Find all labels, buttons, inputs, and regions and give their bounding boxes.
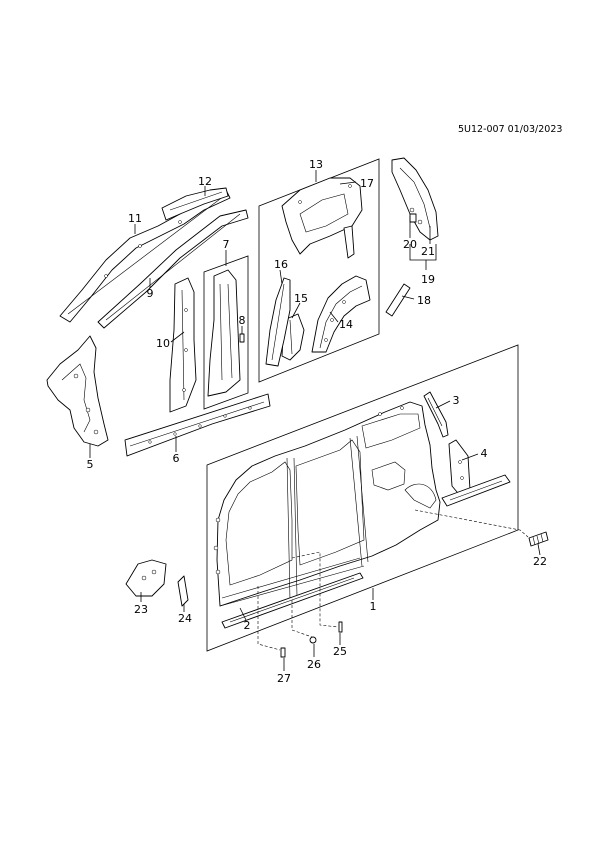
callout-4: 4: [481, 447, 488, 460]
part-bracket-24: [177, 575, 189, 607]
callout-8: 8: [239, 314, 246, 327]
callout-5: 5: [87, 458, 94, 471]
part-rear-quarter-inner-upper: [281, 177, 363, 259]
callout-7: 7: [223, 238, 230, 251]
callout-19: 19: [421, 273, 435, 286]
callout-16: 16: [274, 258, 288, 271]
callout-20: 20: [403, 238, 417, 251]
callout-17: 17: [360, 177, 374, 190]
callout-2: 2: [244, 619, 251, 632]
callout-26: 26: [307, 658, 321, 671]
part-rocker-inner: [124, 393, 271, 457]
part-bracket-18: [385, 283, 411, 317]
group-frame-rear-wheelhouse: [258, 158, 380, 383]
document-code: 5U12-007 01/03/2023: [458, 124, 563, 135]
part-b-pillar-inner: [169, 277, 197, 413]
callout-1: 1: [370, 600, 377, 613]
part-b-pillar-reinforcement: [207, 269, 241, 397]
part-rear-wheelhouse-inner: [281, 313, 305, 361]
part-roof-rail-bracket: [161, 187, 229, 221]
part-fastener-27: [280, 647, 286, 658]
group-frame-main-side-panel: [206, 344, 519, 652]
callout-12: 12: [198, 175, 212, 188]
callout-3: 3: [453, 394, 460, 407]
callout-13: 13: [309, 158, 323, 171]
callout-18: 18: [417, 294, 431, 307]
callout-15: 15: [294, 292, 308, 305]
part-bump-stop-22: [528, 531, 549, 547]
part-rear-pillar-assembly: [391, 157, 439, 241]
callout-21: 21: [421, 245, 435, 258]
callout-labels: 1 2 3 4 5 6 7 8 9 10 11 12 13 14 15 16 1…: [87, 158, 548, 685]
callout-25: 25: [333, 645, 347, 658]
part-rear-wheelhouse: [311, 275, 371, 353]
part-c-pillar-inner: [265, 277, 291, 367]
part-rear-upper-reinforcement: [423, 391, 449, 438]
callout-11: 11: [128, 212, 142, 225]
part-roof-rail-inner: [97, 209, 249, 329]
callout-22: 22: [533, 555, 547, 568]
part-hinge-bracket-23: [125, 559, 167, 597]
callout-24: 24: [178, 612, 192, 625]
callout-10: 10: [156, 337, 170, 350]
callout-27: 27: [277, 672, 291, 685]
leader-lines: [89, 170, 541, 671]
callout-14: 14: [339, 318, 353, 331]
part-clip-8: [239, 333, 245, 343]
callout-23: 23: [134, 603, 148, 616]
callout-6: 6: [173, 452, 180, 465]
part-fastener-25: [338, 621, 343, 633]
part-rear-quarter-bracket: [441, 439, 511, 507]
part-a-pillar-upper: [59, 189, 231, 323]
callout-9: 9: [147, 287, 154, 300]
part-body-side-outer-panel: [213, 401, 441, 607]
part-fastener-26: [309, 636, 317, 644]
fastener-leader-dashes: [257, 509, 529, 651]
part-a-pillar-lower: [46, 335, 109, 447]
group-frame-b-pillar: [203, 255, 249, 410]
